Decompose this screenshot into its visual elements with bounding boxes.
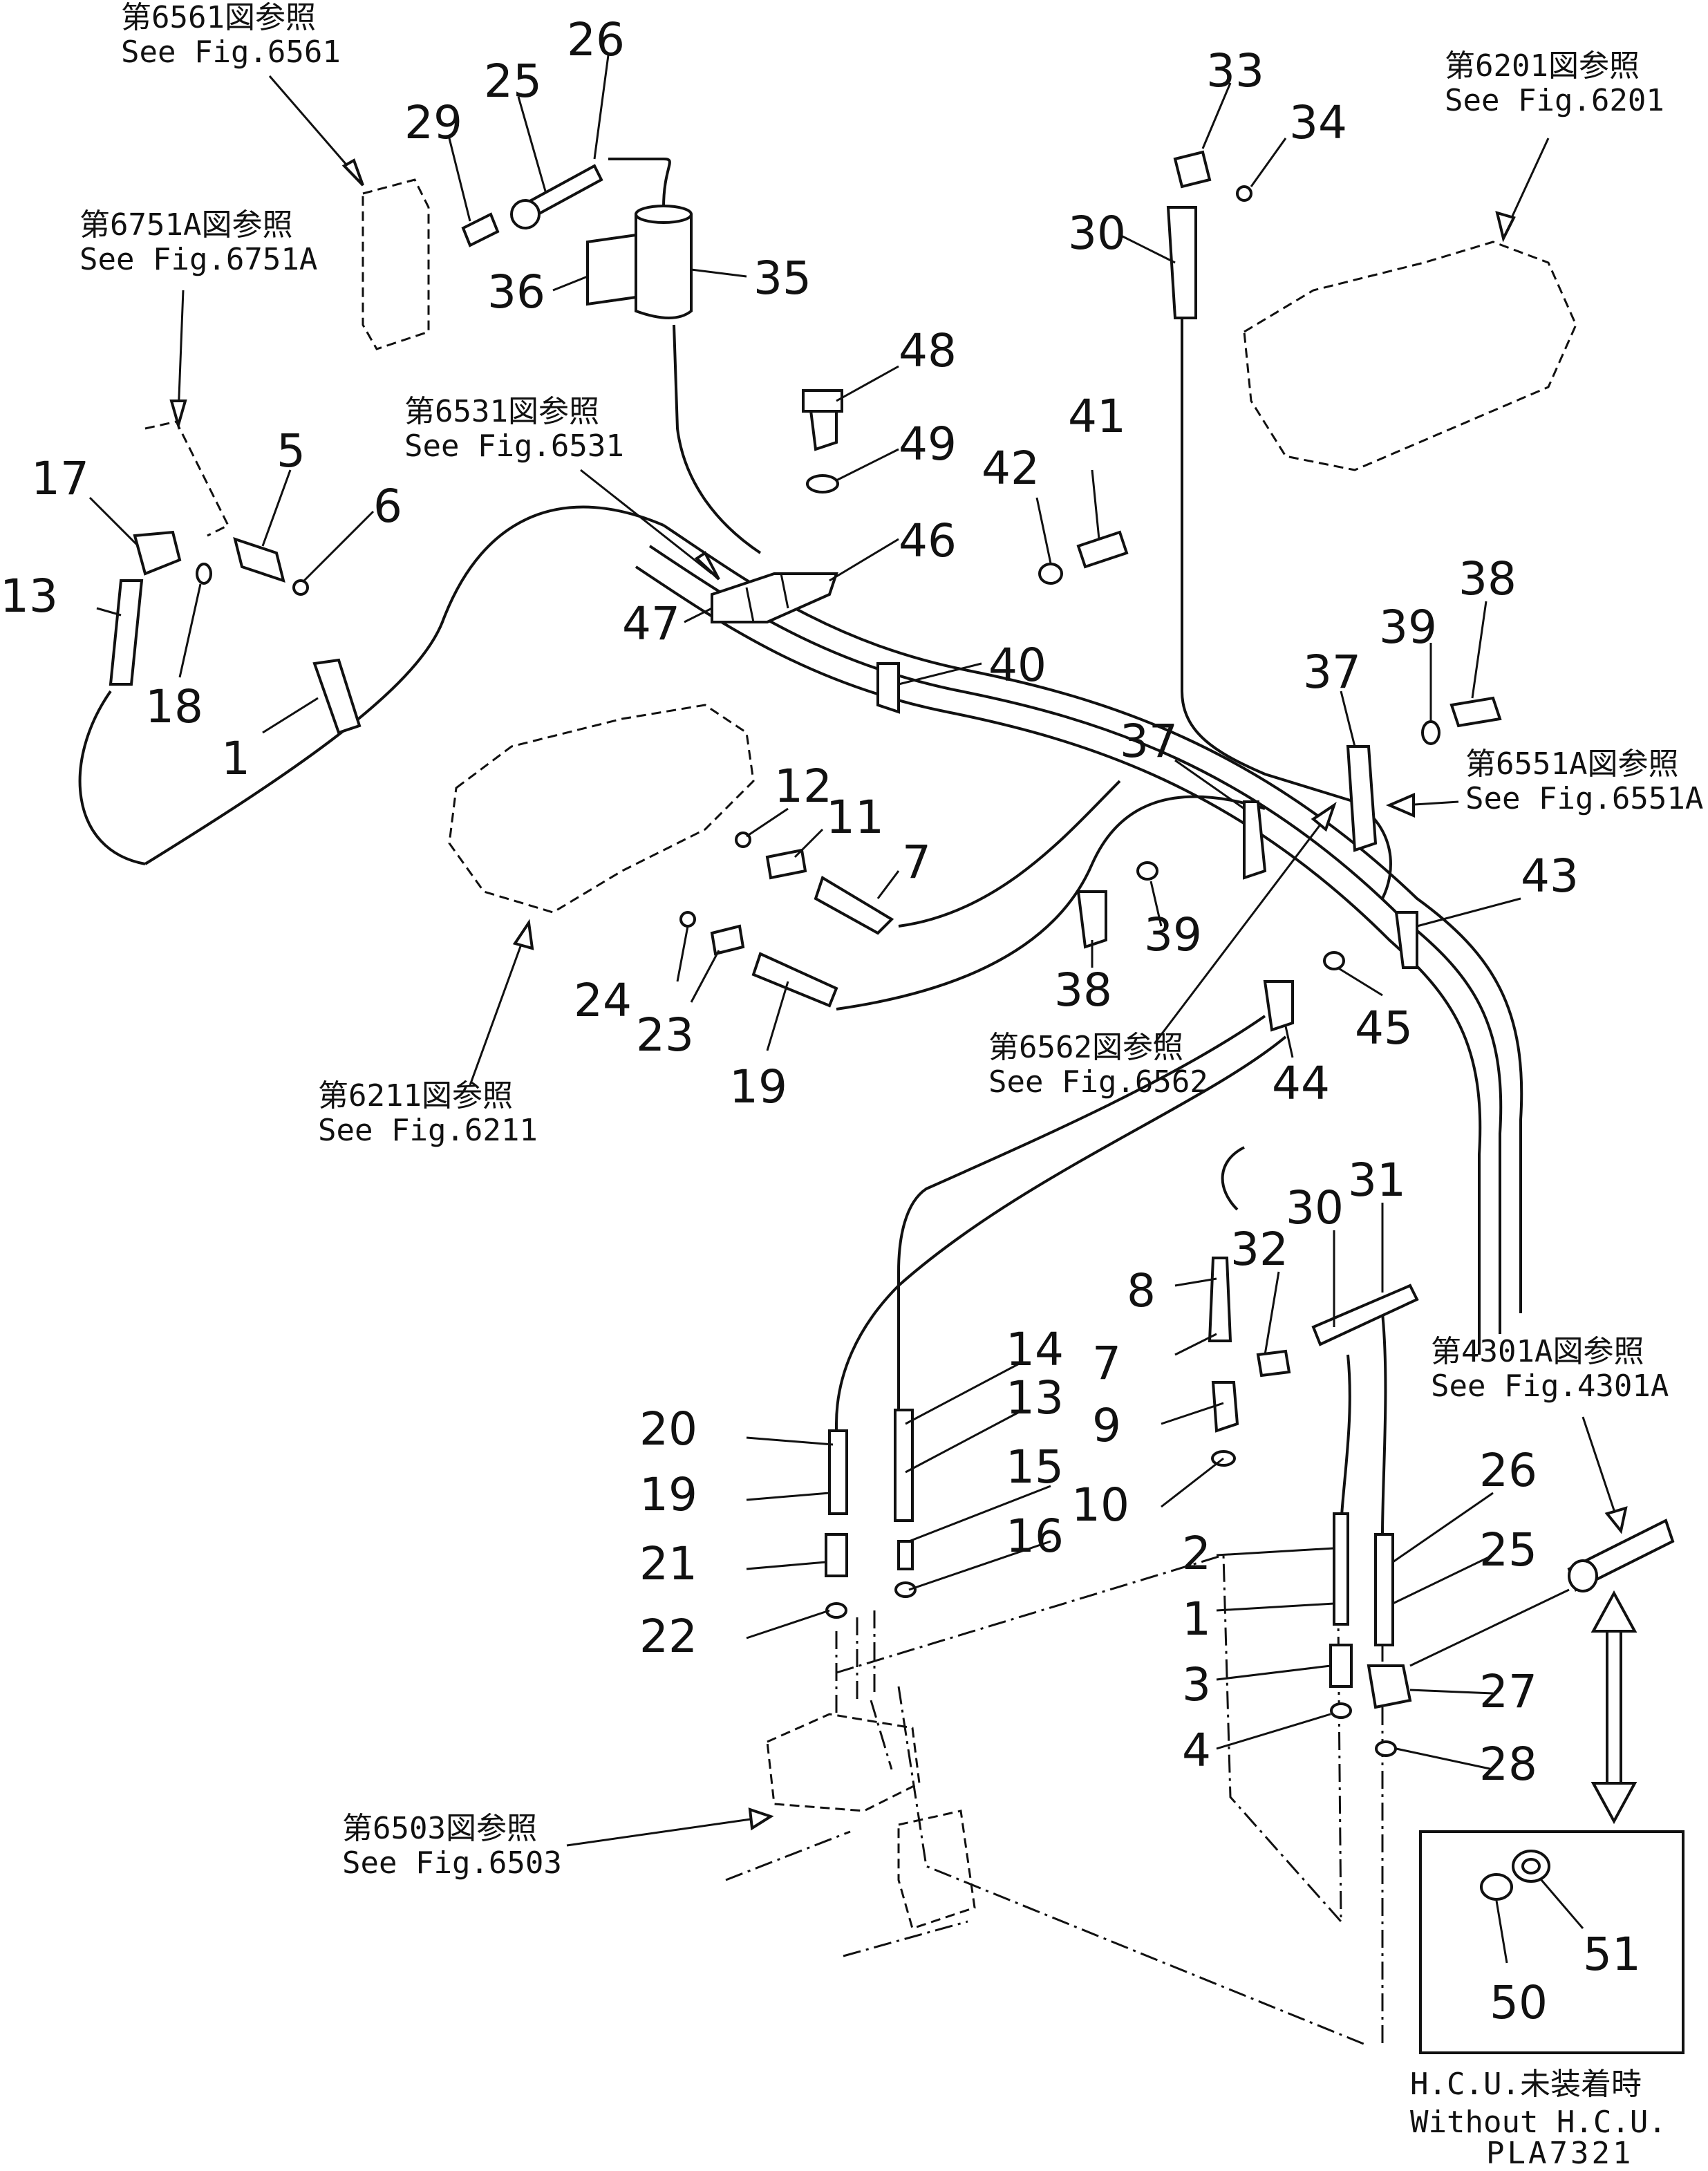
- callout-label: 40: [988, 639, 1047, 692]
- callout-label: 1: [221, 732, 250, 785]
- callout-label: 36: [487, 265, 545, 319]
- callout-label: 37: [1120, 715, 1178, 768]
- callout-label: 19: [729, 1060, 787, 1113]
- callout-label: 11: [826, 791, 884, 844]
- inset-without-hcu: [1419, 1590, 1684, 2054]
- callout-label: 23: [636, 1008, 694, 1062]
- callout-label: 43: [1521, 849, 1579, 903]
- callout-label: 29: [404, 96, 462, 149]
- callout-label: 35: [753, 252, 811, 305]
- callout-label: 4: [1182, 1724, 1211, 1777]
- callout-leaders: [88, 55, 1521, 1771]
- callout-label: 15: [1006, 1440, 1064, 1494]
- callout-label: 50: [1490, 1976, 1548, 2029]
- callout-label: 9: [1092, 1399, 1121, 1452]
- callout-label: 20: [639, 1402, 697, 1456]
- ref-6211-en: See Fig.6211: [318, 1113, 538, 1148]
- hydraulic-lines: [78, 318, 1523, 1535]
- ref-6562-jp: 第6562図参照: [988, 1030, 1183, 1065]
- callout-label: 2: [1182, 1527, 1211, 1580]
- callout-label: 39: [1144, 908, 1202, 961]
- ref-6503-jp: 第6503図参照: [342, 1811, 537, 1846]
- callout-label: 21: [639, 1537, 697, 1590]
- callout-label: 47: [622, 597, 680, 650]
- callout-label: 7: [902, 836, 931, 889]
- callout-label: 38: [1458, 552, 1517, 605]
- callout-label: 37: [1303, 646, 1361, 699]
- leader-arrows: [169, 75, 1628, 1847]
- ref-6201-en: See Fig.6201: [1445, 83, 1664, 118]
- callout-label: 12: [774, 760, 832, 813]
- ref-6751A-en: See Fig.6751A: [79, 242, 317, 277]
- ref-6503-en: See Fig.6503: [342, 1845, 562, 1881]
- ref-6201-jp: 第6201図参照: [1445, 48, 1640, 84]
- inset-caption-jp: H.C.U.未装着時: [1410, 2067, 1642, 2102]
- callout-label: 51: [1583, 1928, 1641, 1981]
- ref-6551A-en: See Fig.6551A: [1465, 781, 1703, 816]
- callout-label: 14: [1006, 1323, 1064, 1376]
- inset-caption-en: Without H.C.U.: [1410, 2105, 1667, 2140]
- ref-4301A-jp: 第4301A図参照: [1431, 1334, 1644, 1369]
- callout-label: 32: [1230, 1223, 1288, 1276]
- callout-label: 33: [1206, 44, 1264, 97]
- ref-6751A-jp: 第6751A図参照: [79, 207, 292, 243]
- callout-label: 22: [639, 1610, 697, 1663]
- callout-label: 26: [1479, 1444, 1537, 1497]
- ref-6551A-jp: 第6551A図参照: [1465, 746, 1678, 782]
- reference-labels: 第6561図参照 See Fig.6561 第6751A図参照 See Fig.…: [79, 0, 1703, 1881]
- ref-6211-jp: 第6211図参照: [318, 1078, 513, 1113]
- callout-label: 44: [1272, 1057, 1330, 1110]
- ref-6561-en: See Fig.6561: [121, 35, 341, 70]
- callout-label: 30: [1286, 1181, 1344, 1234]
- ref-6561-jp: 第6561図参照: [121, 0, 316, 35]
- drawing-code: PLA7321: [1486, 2136, 1633, 2168]
- ref-6562-en: See Fig.6562: [988, 1064, 1208, 1100]
- callout-label: 42: [982, 442, 1040, 495]
- reference-components: [144, 178, 1577, 2047]
- callout-label: 45: [1355, 1002, 1413, 1055]
- callout-label: 25: [484, 55, 542, 108]
- callout-label: 41: [1068, 390, 1126, 443]
- callout-label: 31: [1348, 1154, 1406, 1207]
- ref-4301A-en: See Fig.4301A: [1431, 1369, 1669, 1404]
- callout-label: 7: [1092, 1337, 1121, 1390]
- callout-label: 38: [1054, 964, 1112, 1017]
- ref-6531-jp: 第6531図参照: [404, 394, 599, 429]
- callout-label: 24: [574, 974, 632, 1027]
- callout-label: 1: [1182, 1592, 1211, 1646]
- callout-label: 16: [1006, 1510, 1064, 1563]
- callout-label: 26: [567, 13, 625, 66]
- callout-label: 10: [1071, 1478, 1129, 1532]
- ref-6531-en: See Fig.6531: [404, 429, 624, 464]
- callout-label: 19: [639, 1468, 697, 1521]
- callout-label: 5: [276, 424, 306, 478]
- callout-label: 28: [1479, 1738, 1537, 1791]
- callout-label: 48: [899, 324, 957, 377]
- callout-label: 8: [1127, 1264, 1156, 1317]
- callout-label: 34: [1289, 96, 1347, 149]
- callout-label: 17: [31, 452, 89, 505]
- callout-label: 46: [899, 514, 957, 567]
- callout-label: 18: [145, 680, 203, 733]
- callout-label: 13: [1006, 1371, 1064, 1425]
- callout-label: 25: [1479, 1523, 1537, 1577]
- callout-label: 6: [373, 480, 402, 533]
- callout-label: 39: [1379, 601, 1437, 654]
- callout-label: 49: [899, 417, 957, 471]
- callout-label: 13: [0, 570, 58, 623]
- inset-caption: H.C.U.未装着時 Without H.C.U.: [1410, 2067, 1667, 2140]
- fittings: [109, 150, 1675, 1757]
- callout-numbers: 26 25 29 36 35 33 34 30 48 49 41 42 46 4…: [0, 13, 1641, 2029]
- callout-label: 27: [1479, 1665, 1537, 1718]
- callout-label: 3: [1182, 1658, 1211, 1711]
- callout-label: 30: [1068, 207, 1126, 260]
